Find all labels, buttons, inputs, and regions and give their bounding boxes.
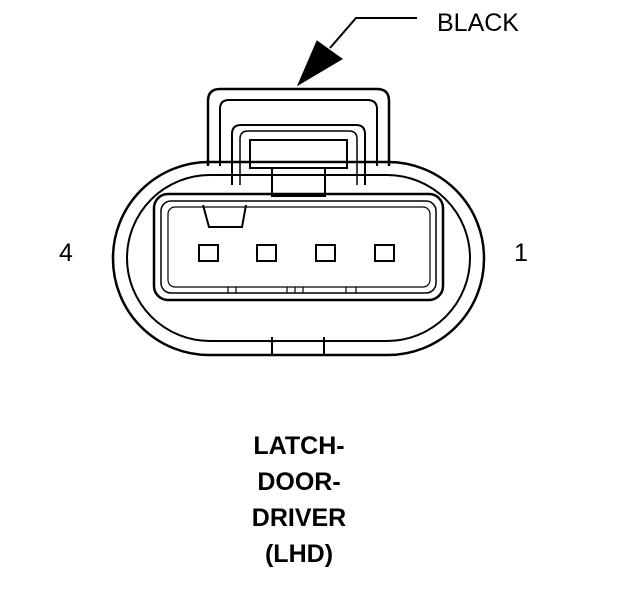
caption-line: (LHD) [264, 540, 334, 568]
pin-number-right: 1 [514, 239, 528, 267]
pin-cavities [198, 244, 395, 262]
connector-caption: LATCH- DOOR- DRIVER (LHD) [199, 428, 399, 572]
caption-line: LATCH- [253, 432, 345, 460]
pin-cavity-3 [256, 244, 277, 262]
connector-outer-shell [111, 160, 486, 357]
wire-color-label: BLACK [437, 9, 519, 37]
latch-housing [206, 87, 391, 197]
pin-cavity-4 [198, 244, 219, 262]
pin-cavity-2 [315, 244, 336, 262]
caption-line: DOOR- [257, 468, 341, 496]
connector-inner-shell [126, 174, 471, 342]
leader-arrow [296, 17, 417, 87]
terminal-cavity [152, 192, 445, 302]
caption-line: DRIVER [251, 504, 347, 532]
bottom-key-rib [271, 337, 325, 356]
pin-number-left: 4 [59, 239, 73, 267]
pin-cavity-1 [374, 244, 395, 262]
